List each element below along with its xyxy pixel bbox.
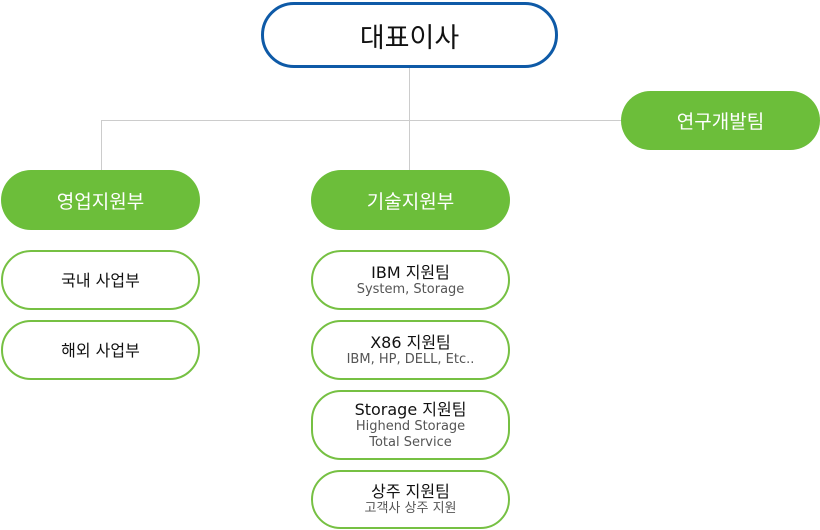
team-title: 상주 지원팀	[371, 482, 450, 501]
rnd-team-label: 연구개발팀	[676, 111, 765, 133]
sales-support-dept-node: 영업지원부	[1, 170, 200, 230]
team-desc: System, Storage	[356, 281, 465, 297]
connector-ceo-down	[409, 68, 410, 170]
onsite-support-team-node: 상주 지원팀 고객사 상주 지원	[311, 470, 510, 529]
connector-sales-down	[101, 120, 102, 170]
ibm-support-team-node: IBM 지원팀 System, Storage	[311, 250, 510, 310]
team-title: Storage 지원팀	[354, 399, 467, 419]
tech-support-dept-label: 기술지원부	[366, 190, 455, 213]
team-title: X86 지원팀	[370, 332, 451, 352]
team-title: IBM 지원팀	[371, 262, 450, 282]
team-desc: 고객사 상주 지원	[364, 501, 457, 516]
storage-support-team-node: Storage 지원팀 Highend Storage Total Servic…	[311, 390, 510, 460]
division-label: 해외 사업부	[61, 340, 140, 360]
ceo-label: 대표이사	[359, 22, 460, 54]
team-desc: IBM, HP, DELL, Etc..	[346, 351, 475, 367]
tech-support-dept-node: 기술지원부	[311, 170, 510, 230]
division-label: 국내 사업부	[61, 270, 140, 290]
overseas-division-node: 해외 사업부	[1, 320, 200, 380]
sales-support-dept-label: 영업지원부	[56, 190, 145, 213]
ceo-node: 대표이사	[261, 2, 558, 68]
x86-support-team-node: X86 지원팀 IBM, HP, DELL, Etc..	[311, 320, 510, 380]
domestic-division-node: 국내 사업부	[1, 250, 200, 310]
connector-horizontal	[101, 120, 621, 121]
rnd-team-node: 연구개발팀	[621, 91, 820, 150]
team-desc: Total Service	[369, 434, 452, 450]
team-desc: Highend Storage	[355, 418, 466, 434]
